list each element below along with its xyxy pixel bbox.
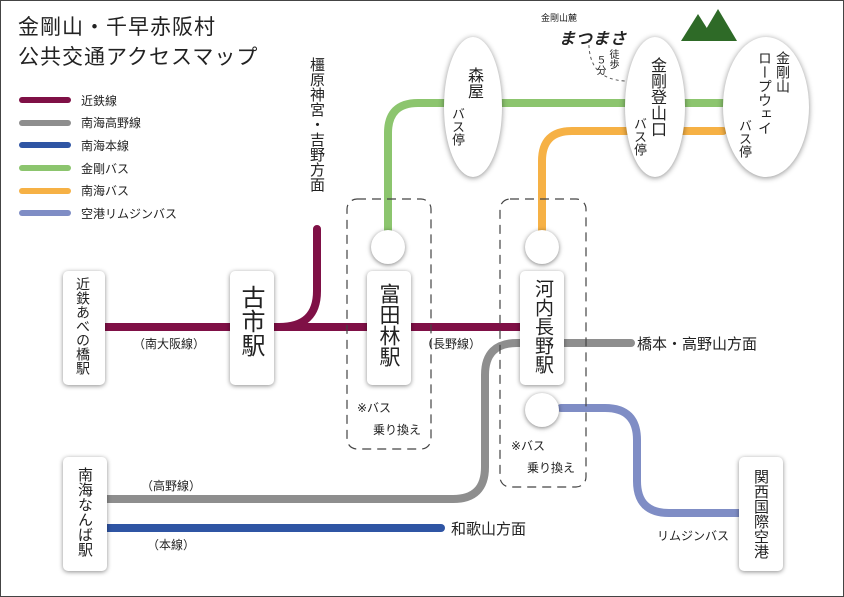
station-kintetsu-abenobashi[interactable]: 近鉄あべの橋駅 xyxy=(63,271,105,385)
bus-stop-moriya[interactable]: 森屋 バス停 xyxy=(444,37,502,177)
station-name: 河内長野駅 xyxy=(532,279,554,374)
legend-label: 南海本線 xyxy=(81,138,130,153)
bus-transfer-point xyxy=(525,393,559,427)
map-title-line1: 金剛山・千早赤阪村 xyxy=(18,15,216,39)
line-label-honsen: （本線） xyxy=(147,538,196,552)
transfer-note-line2: 乗り換え xyxy=(527,461,576,475)
legend-item: 近鉄線 xyxy=(19,89,177,112)
legend-swatch xyxy=(19,119,71,126)
legend-swatch xyxy=(19,210,71,217)
bus-stop-name: 金剛登山口 xyxy=(648,57,667,137)
legend-item: 南海バス xyxy=(19,179,177,202)
transfer-note-line2: 乗り換え xyxy=(373,423,422,437)
walk-path xyxy=(588,38,626,82)
transfer-note-line1: ※バス xyxy=(357,401,392,415)
line-label-limousine: リムジンバス xyxy=(657,529,730,543)
station-name: 近鉄あべの橋駅 xyxy=(74,277,90,375)
walk-label: 徒歩 xyxy=(607,49,618,69)
bus-stop-sub: バス停 xyxy=(736,119,751,158)
line-label-minami-osaka: （南大阪線） xyxy=(133,337,206,351)
legend-label: 金剛バス xyxy=(81,161,130,176)
mountain-icon xyxy=(681,9,737,41)
airport-limousine-line xyxy=(557,404,745,517)
legend-item: 金剛バス xyxy=(19,157,177,180)
walk-minutes: ５分 xyxy=(594,55,605,75)
legend-swatch xyxy=(19,142,71,149)
station-name: 古市駅 xyxy=(237,285,265,357)
bus-stop-name-line1: 金剛山 xyxy=(774,51,790,93)
kintetsu-branch-line xyxy=(275,225,321,331)
legend-label: 近鉄線 xyxy=(81,93,118,108)
bus-stop-name: 森屋 xyxy=(465,67,484,99)
station-furuichi[interactable]: 古市駅 xyxy=(230,271,274,385)
bus-stop-name-line2: ロープウェイ xyxy=(756,51,772,135)
station-name: 関西国際空港 xyxy=(752,469,770,559)
destination-kashihara: 橿原神宮・吉野方面 xyxy=(308,57,326,192)
transfer-note-line1: ※バス xyxy=(511,439,546,453)
legend-item: 南海本線 xyxy=(19,134,177,157)
destination-wakayama: 和歌山方面 xyxy=(451,520,527,538)
bus-stop-ropeway[interactable]: 金剛山 ロープウェイ バス停 xyxy=(723,37,809,177)
legend-label: 南海バス xyxy=(81,184,130,199)
map-title-line2: 公共交通アクセスマップ xyxy=(18,45,259,69)
bus-transfer-point xyxy=(371,230,405,264)
station-name: 富田林駅 xyxy=(377,283,401,367)
legend-swatch xyxy=(19,97,71,104)
station-nankai-namba[interactable]: 南海なんば駅 xyxy=(63,457,107,571)
station-kawachinagano[interactable]: 河内長野駅 xyxy=(520,271,564,385)
kawachinagano-transfer-zone xyxy=(499,198,587,488)
legend-swatch xyxy=(19,165,71,172)
line-label-nagano: （長野線） xyxy=(421,337,482,351)
tondabayashi-transfer-zone xyxy=(346,198,432,450)
legend: 近鉄線 南海高野線 南海本線 金剛バス 南海バス 空港リムジンバス xyxy=(19,89,177,225)
shop-caption: 金剛山麓 xyxy=(541,14,578,24)
shop-logo: まつまさ xyxy=(559,29,628,48)
station-name: 南海なんば駅 xyxy=(76,467,94,557)
bus-transfer-point xyxy=(525,230,559,264)
station-tondabayashi[interactable]: 富田林駅 xyxy=(367,271,411,385)
station-kansai-airport[interactable]: 関西国際空港 xyxy=(739,457,783,571)
legend-swatch xyxy=(19,187,71,194)
bus-stop-sub: バス停 xyxy=(449,107,464,146)
destination-hashimoto: 橋本・高野山方面 xyxy=(637,335,758,353)
line-label-koya: （高野線） xyxy=(141,479,202,493)
legend-item: 空港リムジンバス xyxy=(19,202,177,225)
nankai-bus-line xyxy=(538,127,727,243)
bus-stop-sub: バス停 xyxy=(631,117,646,156)
bus-stop-kongo-tozanguchi[interactable]: 金剛登山口 バス停 xyxy=(625,37,685,177)
nankai-koya-line xyxy=(97,339,635,503)
legend-label: 南海高野線 xyxy=(81,116,142,131)
legend-item: 南海高野線 xyxy=(19,112,177,135)
legend-label: 空港リムジンバス xyxy=(81,206,178,221)
kongo-bus-line xyxy=(384,99,727,243)
